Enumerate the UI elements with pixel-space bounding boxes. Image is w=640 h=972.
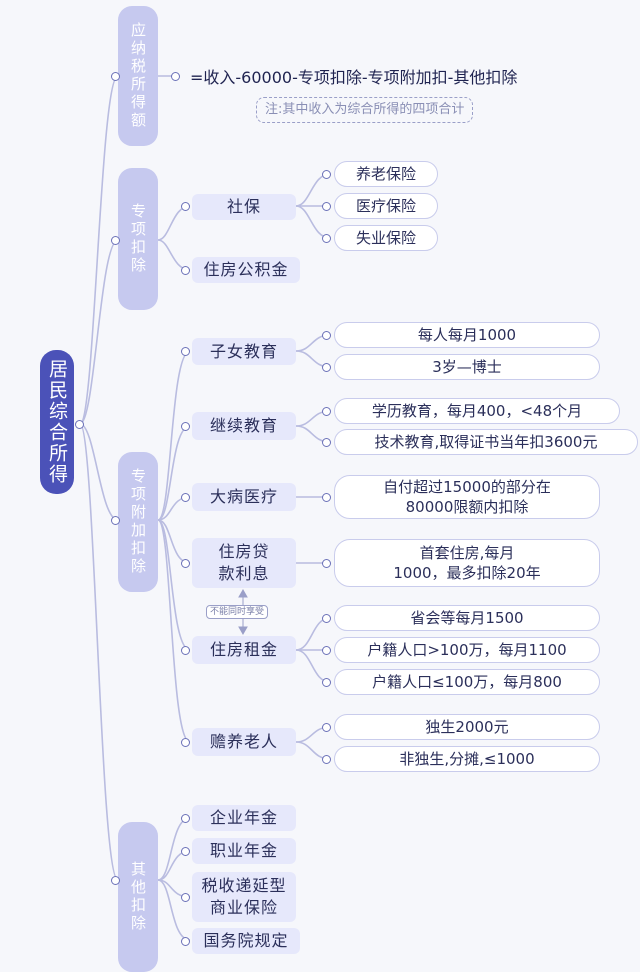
mind-map: 居民综合所得 应纳税所得额 =收入-60000-专项扣除-专项附加扣-其他扣除 …: [40, 6, 638, 972]
dot: [322, 678, 331, 687]
dot: [181, 266, 190, 275]
leaf-unemployment-insurance[interactable]: 失业保险: [334, 225, 438, 251]
dot: [322, 363, 331, 372]
taxable-note: 注:其中收入为综合所得的四项合计: [256, 97, 474, 123]
dot: [181, 646, 190, 655]
dot: [322, 234, 331, 243]
leaf-children-amount[interactable]: 每人每月1000: [334, 322, 600, 348]
node-continuing-education[interactable]: 继续教育: [192, 412, 296, 440]
taxable-formula: =收入-60000-专项扣除-专项附加扣-其他扣除: [190, 68, 518, 87]
node-housing-fund[interactable]: 住房公积金: [192, 257, 300, 283]
dot: [181, 814, 190, 823]
category-other-deduction[interactable]: 其他扣除: [118, 822, 158, 972]
dot: [322, 202, 331, 211]
dot: [322, 614, 331, 623]
leaf-mortgage-rule[interactable]: 首套住房,每月 1000，最多扣除20年: [334, 539, 600, 587]
leaf-children-range[interactable]: 3岁—博士: [334, 354, 600, 380]
dot: [322, 407, 331, 416]
node-children-education[interactable]: 子女教育: [192, 338, 296, 365]
leaf-rent-provincial[interactable]: 省会等每月1500: [334, 605, 600, 631]
dot: [111, 876, 120, 885]
dot: [111, 72, 120, 81]
dot: [322, 170, 331, 179]
dot: [181, 738, 190, 747]
illness-rule-line-1: 自付超过15000的部分在: [383, 478, 551, 496]
insurance-line-1: 税收递延型: [201, 876, 287, 895]
dot: [181, 893, 190, 902]
mortgage-line-1: 住房贷: [218, 542, 270, 561]
root-dot: [75, 420, 84, 429]
leaf-rent-small-city[interactable]: 户籍人口≤100万，每月800: [334, 669, 600, 695]
leaf-rent-large-city[interactable]: 户籍人口>100万，每月1100: [334, 637, 600, 663]
node-occupational-annuity[interactable]: 职业年金: [192, 838, 296, 864]
insurance-line-2: 商业保险: [209, 898, 278, 917]
leaf-degree-education[interactable]: 学历教育，每月400，<48个月: [334, 398, 620, 424]
leaf-elderly-only-child[interactable]: 独生2000元: [334, 714, 600, 740]
node-elderly-support[interactable]: 赡养老人: [192, 728, 296, 756]
dot: [111, 516, 120, 525]
node-tax-deferred-insurance[interactable]: 税收递延型 商业保险: [192, 872, 296, 922]
dot: [111, 236, 120, 245]
dot: [181, 847, 190, 856]
category-taxable-income[interactable]: 应纳税所得额: [118, 6, 158, 146]
node-mortgage-interest[interactable]: 住房贷 款利息: [192, 538, 296, 588]
node-enterprise-annuity[interactable]: 企业年金: [192, 805, 296, 831]
node-social-insurance[interactable]: 社保: [192, 194, 296, 220]
leaf-medical-insurance[interactable]: 医疗保险: [334, 193, 438, 219]
mortgage-rule-line-2: 1000，最多扣除20年: [393, 564, 541, 582]
dot: [322, 331, 331, 340]
dot: [322, 559, 331, 568]
dot: [171, 72, 180, 81]
node-serious-illness[interactable]: 大病医疗: [192, 483, 296, 511]
dot: [322, 723, 331, 732]
root-node[interactable]: 居民综合所得: [40, 350, 74, 494]
dot: [181, 347, 190, 356]
mortgage-rule-line-1: 首套住房,每月: [419, 544, 515, 562]
illness-rule-line-2: 80000限额内扣除: [405, 498, 529, 516]
node-housing-rent[interactable]: 住房租金: [192, 636, 296, 664]
dot: [322, 646, 331, 655]
leaf-pension-insurance[interactable]: 养老保险: [334, 161, 438, 187]
dot: [181, 559, 190, 568]
category-additional-deduction[interactable]: 专项附加扣除: [118, 452, 158, 592]
dot: [322, 755, 331, 764]
dot: [322, 438, 331, 447]
exclusive-tag: 不能同时享受: [206, 605, 269, 619]
node-state-council[interactable]: 国务院规定: [192, 928, 300, 954]
dot: [181, 202, 190, 211]
leaf-technical-education[interactable]: 技术教育,取得证书当年扣3600元: [334, 429, 638, 455]
mortgage-line-2: 款利息: [218, 564, 270, 583]
dot: [181, 422, 190, 431]
dot: [181, 493, 190, 502]
leaf-elderly-shared[interactable]: 非独生,分摊,≤1000: [334, 746, 600, 772]
dot: [322, 493, 331, 502]
category-special-deduction[interactable]: 专项扣除: [118, 168, 158, 310]
dot: [181, 937, 190, 946]
leaf-illness-rule[interactable]: 自付超过15000的部分在 80000限额内扣除: [334, 475, 600, 519]
